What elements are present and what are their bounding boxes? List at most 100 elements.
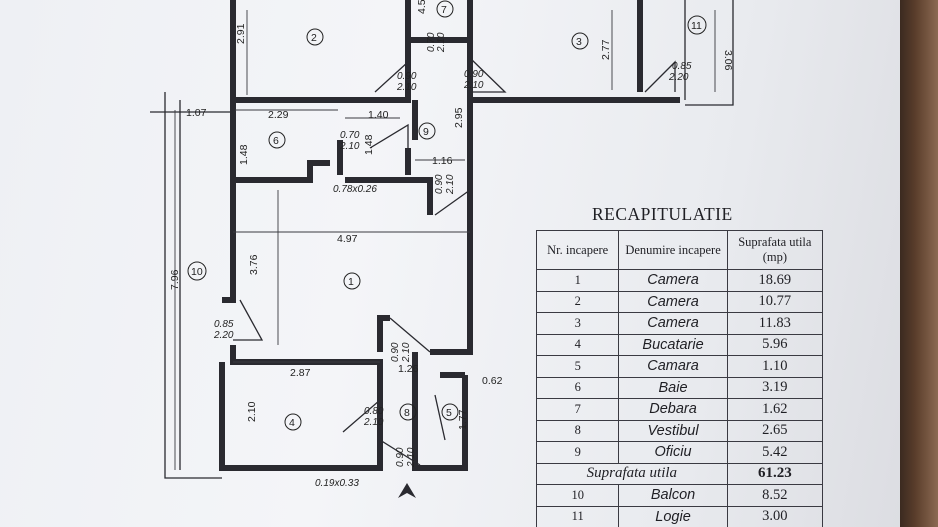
door-c-height: 2.10: [445, 174, 456, 195]
door-7-height: 2.10: [436, 32, 447, 53]
room-2-number: 2: [311, 32, 317, 44]
room-4-number: 4: [289, 417, 295, 429]
dim-0.62: 0.62: [482, 375, 503, 387]
row-nr: 4: [535, 333, 620, 356]
dimension-lines: [174, 10, 716, 470]
row-name: Camera: [618, 269, 728, 292]
dim-2.29: 2.29: [268, 109, 289, 121]
recap-header-row: Nr. incapere Denumire incapere Suprafata…: [535, 230, 824, 270]
row-nr: 2: [535, 290, 620, 313]
dim-1.07: 1.07: [186, 107, 207, 119]
room-7-number: 7: [441, 4, 447, 16]
dim-2.87: 2.87: [290, 367, 311, 379]
room-6-number: 6: [273, 135, 279, 147]
door-7-width: 0.70: [426, 32, 437, 52]
door-d-width: 0.90: [390, 342, 401, 362]
room-1-number: 1: [348, 276, 354, 288]
door-swings: [233, 57, 676, 466]
room-3-number: 3: [576, 36, 582, 48]
row-nr: 9: [535, 441, 620, 464]
total-label: Suprafata utila: [536, 462, 728, 485]
row-name: Camera: [618, 312, 728, 335]
row-name: Camera: [618, 290, 728, 313]
door-e-width: 0.90: [395, 447, 406, 467]
recap-table: Nr. incapere Denumire incapere Suprafata…: [535, 230, 824, 527]
floor-plan-sheet: 2.91 4.50 2.77 3.06 1.07 2.29 1.40 1.48 …: [0, 0, 905, 527]
row-name: Vestibul: [618, 419, 728, 442]
dim-0.78x0.26: 0.78x0.26: [333, 184, 377, 195]
row-name: Debara: [618, 398, 728, 421]
row-name: Camara: [618, 355, 728, 378]
up-arrow-icon: [398, 483, 416, 498]
dim-1.48-a: 1.48: [238, 144, 250, 165]
door-a-width: 0.90: [397, 71, 417, 82]
room-8-number: 8: [404, 407, 410, 419]
room-9-number: 9: [423, 126, 429, 138]
door-b-width: 0.90: [464, 69, 484, 80]
door-8-width: 0.80: [364, 406, 384, 417]
row-nr: 10: [535, 484, 620, 507]
row-name: Logie: [618, 505, 728, 527]
door-c-width: 0.90: [434, 174, 445, 194]
row-nr: 3: [535, 312, 620, 335]
dim-1.77: 1.77: [457, 409, 469, 430]
room-10-number: 10: [191, 266, 203, 278]
row-area: 3.19: [726, 376, 824, 399]
row-area: 1.10: [726, 355, 824, 378]
room-11-number: 11: [691, 20, 702, 32]
dim-1.48-b: 1.48: [363, 134, 375, 155]
row-area: 10.77: [726, 290, 824, 313]
door-10-width: 0.85: [214, 319, 234, 330]
table-edge-background: [900, 0, 938, 527]
dim-1.26: 1.26: [398, 363, 419, 375]
dim-1.16: 1.16: [432, 155, 453, 167]
dim-2.10: 2.10: [246, 401, 258, 422]
dim-7.96: 7.96: [169, 269, 181, 290]
door-6-height: 2.10: [339, 141, 360, 152]
door-11-height: 2.20: [668, 72, 689, 83]
row-nr: 11: [535, 505, 620, 527]
row-area: 1.62: [726, 398, 824, 421]
total-value: 61.23: [726, 462, 824, 485]
door-6-width: 0.70: [340, 130, 360, 141]
door-d-height: 2.10: [401, 342, 412, 363]
row-nr: 8: [535, 419, 620, 442]
door-8-height: 2.10: [363, 417, 384, 428]
row-name: Balcon: [618, 484, 728, 507]
door-11-width: 0.85: [672, 61, 692, 72]
dim-4.50: 4.50: [416, 0, 428, 14]
floor-plan-drawing: 2.91 4.50 2.77 3.06 1.07 2.29 1.40 1.48 …: [150, 0, 734, 489]
row-nr: 7: [535, 398, 620, 421]
dim-1.40: 1.40: [368, 109, 389, 121]
walls: [219, 0, 680, 471]
row-area: 5.96: [726, 333, 824, 356]
dim-3.76: 3.76: [248, 254, 260, 275]
header-nr: Nr. incapere: [535, 230, 620, 270]
header-name: Denumire incapere: [618, 230, 728, 270]
row-name: Bucatarie: [618, 333, 728, 356]
dim-2.77: 2.77: [600, 39, 612, 60]
row-area: 3.00: [726, 505, 824, 527]
dim-2.91: 2.91: [235, 23, 247, 44]
header-area: Suprafata utila (mp): [726, 230, 824, 270]
row-name: Oficiu: [618, 441, 728, 464]
balcony-outline: [164, 92, 222, 479]
door-10-height: 2.20: [213, 330, 234, 341]
recap-title: RECAPITULATIE: [592, 204, 733, 224]
dim-4.97: 4.97: [337, 233, 358, 245]
row-area: 5.42: [726, 441, 824, 464]
dim-0.19x0.33: 0.19x0.33: [315, 478, 359, 489]
total-row: Suprafata utila 61.23: [536, 462, 824, 485]
loggia-outline: [684, 0, 734, 106]
row-nr: 6: [535, 376, 620, 399]
row-area: 2.65: [726, 419, 824, 442]
row-name: Baie: [618, 376, 728, 399]
dim-3.06: 3.06: [722, 50, 734, 71]
